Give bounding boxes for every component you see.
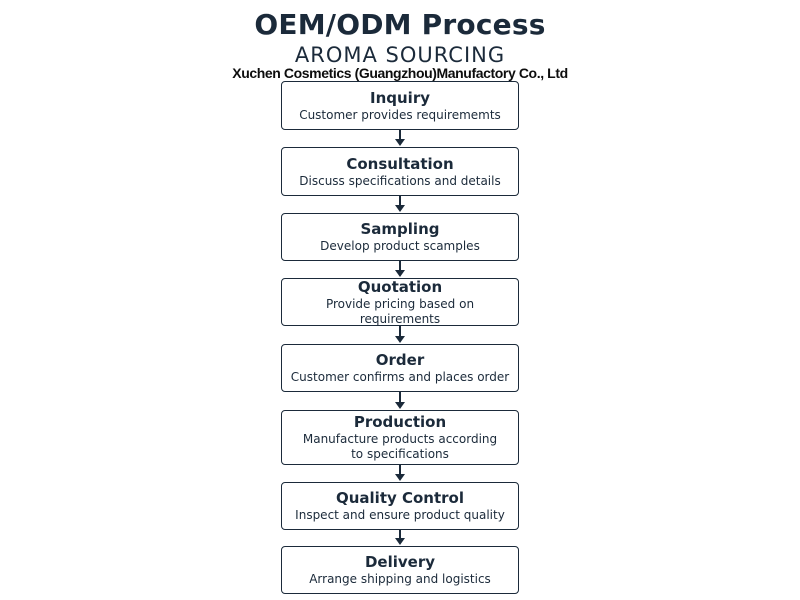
flow-arrow — [395, 465, 405, 481]
flow-arrow — [395, 261, 405, 277]
step-description: Customer confirms and places order — [290, 370, 510, 384]
step-quotation: Quotation Provide pricing based on requi… — [281, 278, 519, 326]
flow-arrow — [395, 392, 405, 409]
step-description: Discuss specifications and details — [299, 173, 501, 188]
page-title: OEM/ODM Process — [254, 8, 546, 41]
step-title: Sampling — [360, 220, 440, 238]
step-title: Delivery — [364, 553, 436, 571]
step-quality-control: Quality Control Inspect and ensure produ… — [281, 482, 519, 530]
flow-arrow — [395, 130, 405, 146]
step-order: Order Customer confirms and places order — [281, 344, 519, 392]
step-sampling: Sampling Develop product scamples — [281, 213, 519, 261]
flow-arrow — [395, 196, 405, 212]
step-title: Consultation — [346, 154, 454, 173]
company-name: Xuchen Cosmetics (Guangzhou)Manufactory … — [232, 65, 568, 81]
step-title: Quality Control — [335, 489, 464, 507]
step-title: Order — [375, 351, 425, 369]
step-consultation: Consultation Discuss specifications and … — [281, 147, 519, 196]
step-description: Customer provides requirememts — [299, 107, 501, 122]
step-description: Manufacture products according to specif… — [302, 432, 498, 461]
step-title: Inquiry — [370, 88, 430, 107]
step-title: Production — [353, 413, 447, 431]
flow-arrow — [395, 326, 405, 343]
step-description: Inspect and ensure product quality — [295, 508, 505, 522]
step-description: Develop product scamples — [320, 239, 480, 253]
step-delivery: Delivery Arrange shipping and logistics — [281, 546, 519, 594]
step-inquiry: Inquiry Customer provides requirememts — [281, 81, 519, 130]
step-production: Production Manufacture products accordin… — [281, 410, 519, 465]
page-subtitle: AROMA SOURCING — [294, 43, 506, 67]
step-title: Quotation — [357, 277, 443, 296]
step-description: Arrange shipping and logistics — [309, 572, 491, 586]
flow-arrow — [395, 530, 405, 545]
step-description: Provide pricing based on requirements — [325, 296, 475, 326]
